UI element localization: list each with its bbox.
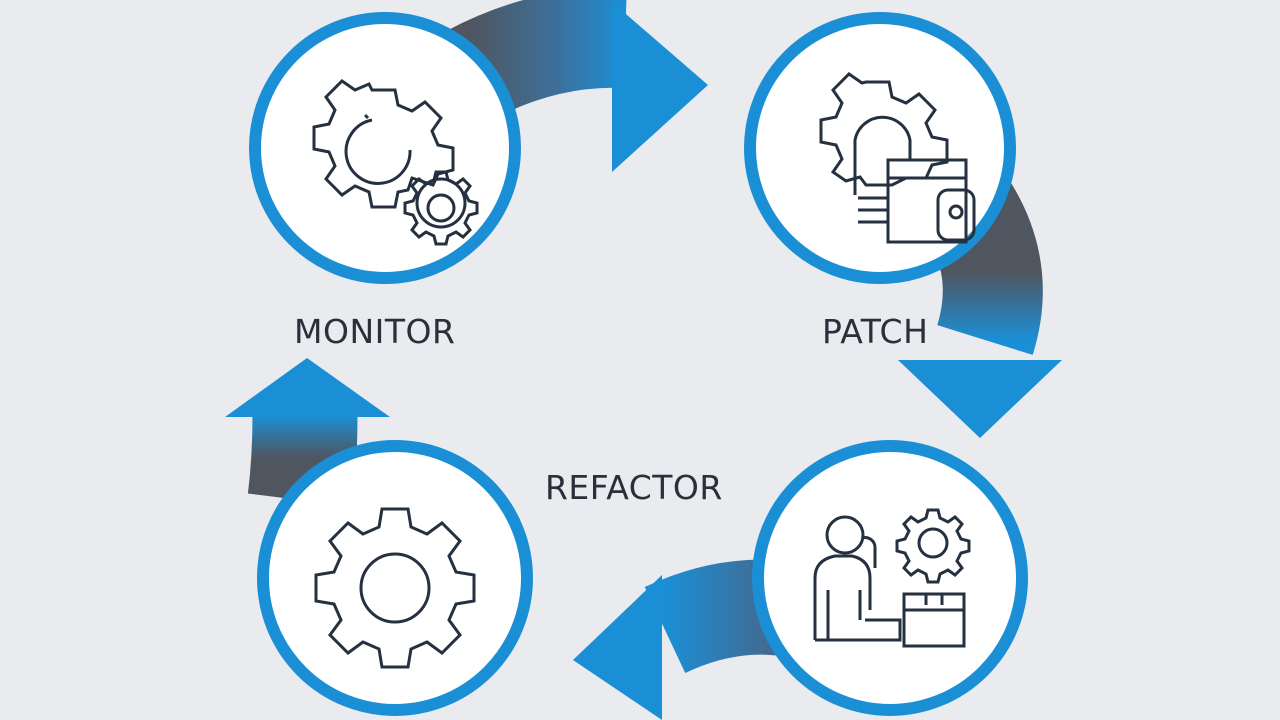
stage-label-monitor: MONITOR <box>294 312 456 351</box>
stage-patch-circle <box>744 12 1016 284</box>
gears-icon <box>312 79 479 246</box>
stage-label-patch: PATCH <box>822 312 929 351</box>
person-gear-box-icon <box>813 508 971 648</box>
stage-refactor-circle <box>257 440 533 716</box>
stage-monitor-circle <box>249 12 521 284</box>
stage-label-refactor: REFACTOR <box>545 468 723 507</box>
stage-support-circle <box>752 440 1028 716</box>
gear-icon <box>314 507 476 669</box>
gear-bulb-device-icon <box>819 72 976 244</box>
